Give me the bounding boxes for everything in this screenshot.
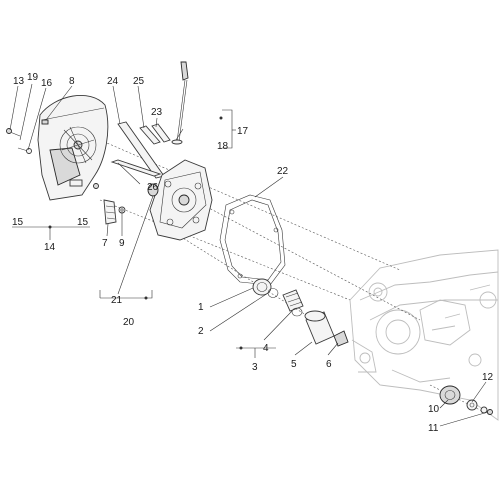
callout-11: 11 — [428, 423, 439, 434]
long-bolts — [110, 121, 171, 179]
crankcase-ghost — [349, 249, 499, 421]
crankcase-cover — [147, 159, 213, 241]
callout-16: 16 — [41, 78, 53, 89]
oil-filter-parts — [252, 278, 349, 347]
callout-26: 26 — [147, 182, 159, 193]
callout-21: 21 — [111, 295, 123, 306]
cover-screws — [6, 119, 99, 189]
callout-15-left: 15 — [12, 217, 24, 228]
drain-parts — [439, 385, 493, 415]
callout-3: 3 — [252, 362, 258, 373]
alignment-axes — [99, 139, 491, 416]
callout-17: 17 — [237, 126, 249, 137]
fan-cover — [37, 94, 109, 201]
callout-15-right: 15 — [77, 217, 89, 228]
callout-13: 13 — [13, 76, 25, 87]
callout-8: 8 — [69, 76, 75, 87]
callout-labels: 13 19 16 8 24 25 23 17 18 26 22 15 15 14… — [12, 72, 494, 434]
dipstick — [171, 61, 189, 145]
callout-1: 1 — [198, 302, 204, 313]
callout-22: 22 — [277, 166, 289, 177]
callout-18: 18 — [217, 141, 229, 152]
callout-23: 23 — [151, 107, 163, 118]
group-brackets — [12, 109, 276, 358]
callout-4: 4 — [263, 343, 269, 354]
callout-2: 2 — [198, 326, 204, 337]
callout-5: 5 — [291, 359, 297, 370]
callout-14: 14 — [44, 242, 56, 253]
callout-24: 24 — [107, 76, 119, 87]
callout-12: 12 — [482, 372, 494, 383]
gasket — [219, 194, 286, 286]
leader-lines — [9, 83, 489, 427]
sensor-part — [103, 199, 126, 225]
callout-25: 25 — [133, 76, 145, 87]
callout-7: 7 — [102, 238, 108, 249]
callout-10: 10 — [428, 404, 440, 415]
callout-20: 20 — [123, 317, 135, 328]
callout-19: 19 — [27, 72, 39, 83]
callout-9: 9 — [119, 238, 125, 249]
callout-6: 6 — [326, 359, 332, 370]
